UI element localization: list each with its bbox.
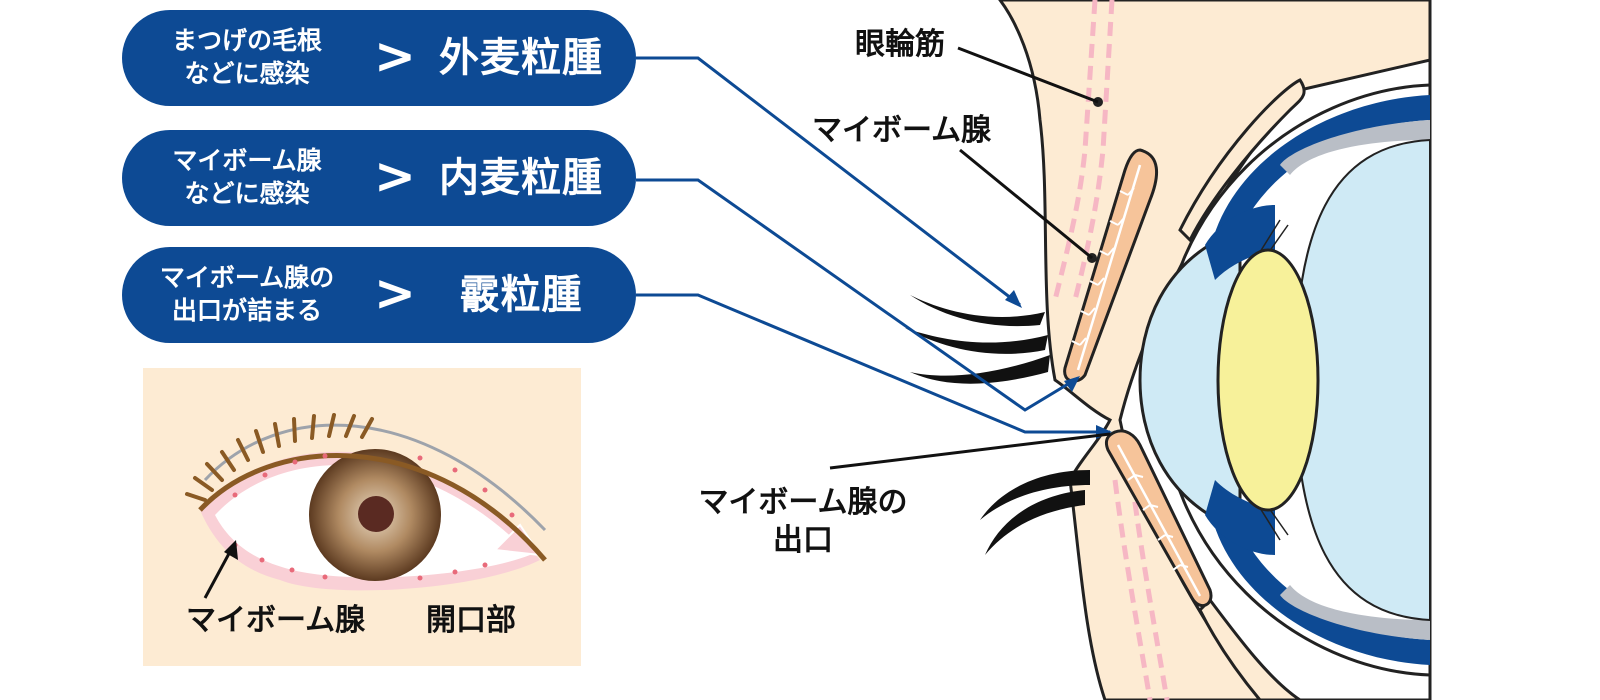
pill-cause-text: まつげの毛根 などに感染 — [122, 24, 372, 90]
label-inset-meibomian-gland: マイボーム腺 — [186, 602, 365, 640]
eyelid-cross-section — [905, 0, 1430, 700]
inset-pupil — [358, 496, 394, 532]
pill-internal-hordeolum: マイボーム腺 などに感染 > 内麦粒腫 — [122, 130, 636, 226]
pill-cause-text: マイボーム腺の 出口が詰まる — [122, 261, 372, 327]
pill-result-text: 内麦粒腫 — [414, 150, 628, 206]
pill-result-text: 霰粒腫 — [414, 267, 628, 323]
pill-cause-text: マイボーム腺 などに感染 — [122, 144, 372, 210]
label-meibomian-gland: マイボーム腺 — [812, 112, 991, 150]
pill-arrow: > — [374, 144, 416, 208]
label-meibomian-gland-exit: マイボーム腺の 出口 — [683, 484, 923, 560]
pill-arrow: > — [374, 261, 416, 325]
lens — [1218, 250, 1318, 510]
pill-chalazion: マイボーム腺の 出口が詰まる > 霰粒腫 — [122, 247, 636, 343]
pill-result-text: 外麦粒腫 — [414, 30, 628, 86]
pill-external-hordeolum: まつげの毛根 などに感染 > 外麦粒腫 — [122, 10, 636, 106]
label-inset-opening: 開口部 — [426, 602, 516, 640]
pill-arrow: > — [374, 24, 416, 88]
label-orbicularis-muscle: 眼輪筋 — [855, 26, 945, 64]
